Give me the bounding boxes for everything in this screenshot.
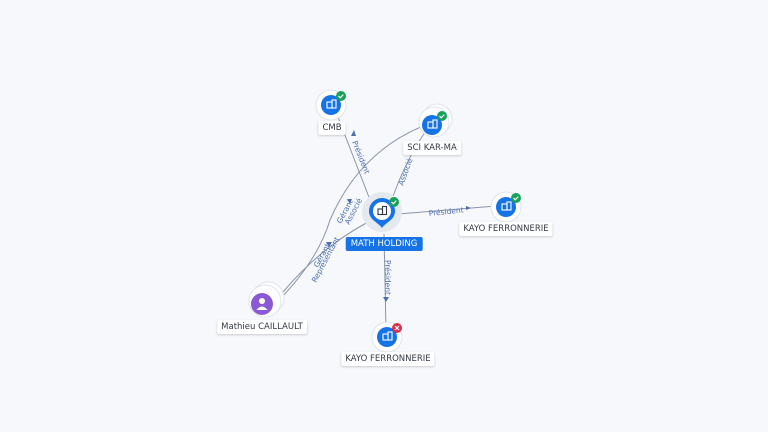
person-icon bbox=[256, 298, 268, 310]
edge-label-kayo1: Président bbox=[428, 205, 464, 218]
edge-label-sci: Associé bbox=[396, 157, 414, 187]
node-cmb[interactable] bbox=[315, 89, 347, 121]
node-label-center[interactable]: MATH HOLDING bbox=[345, 237, 423, 251]
building-icon bbox=[501, 201, 512, 211]
arrow-cmb bbox=[351, 130, 356, 136]
node-sci[interactable] bbox=[418, 103, 453, 138]
node-center[interactable] bbox=[362, 192, 402, 232]
arrow-kayo2 bbox=[383, 297, 389, 302]
check-icon bbox=[338, 94, 344, 99]
edge-arrows bbox=[326, 130, 471, 302]
node-label-kayo1[interactable]: KAYO FERRONNERIE bbox=[459, 222, 553, 236]
status-active-badge bbox=[437, 111, 447, 121]
building-icon bbox=[326, 99, 337, 109]
edge-center-kayo1[interactable] bbox=[397, 205, 497, 215]
building-icon bbox=[377, 205, 388, 216]
status-active-badge bbox=[389, 197, 399, 207]
edge-label-kayo2: Président bbox=[383, 260, 392, 295]
check-icon bbox=[391, 200, 397, 205]
node-label-sci[interactable]: SCI KAR-MA bbox=[403, 141, 461, 155]
status-active-badge bbox=[511, 193, 521, 203]
close-icon bbox=[394, 325, 400, 331]
node-kayo2[interactable] bbox=[371, 321, 403, 353]
building-icon bbox=[382, 331, 393, 341]
arrow-person bbox=[347, 199, 352, 204]
node-label-person[interactable]: Mathieu CAILLAULT bbox=[217, 320, 307, 334]
edge-person-center[interactable] bbox=[282, 221, 369, 293]
arrow-kayo1 bbox=[466, 206, 471, 210]
check-icon bbox=[513, 196, 519, 201]
node-label-kayo2[interactable]: KAYO FERRONNERIE bbox=[341, 352, 435, 366]
status-active-badge bbox=[336, 91, 346, 101]
building-icon bbox=[427, 119, 438, 129]
node-person[interactable] bbox=[248, 281, 285, 318]
edge-person-sci[interactable] bbox=[278, 123, 429, 301]
arrow-person-2 bbox=[326, 242, 332, 247]
node-label-cmb[interactable]: CMB bbox=[318, 121, 346, 135]
check-icon bbox=[439, 114, 445, 119]
node-kayo1[interactable] bbox=[490, 191, 522, 223]
